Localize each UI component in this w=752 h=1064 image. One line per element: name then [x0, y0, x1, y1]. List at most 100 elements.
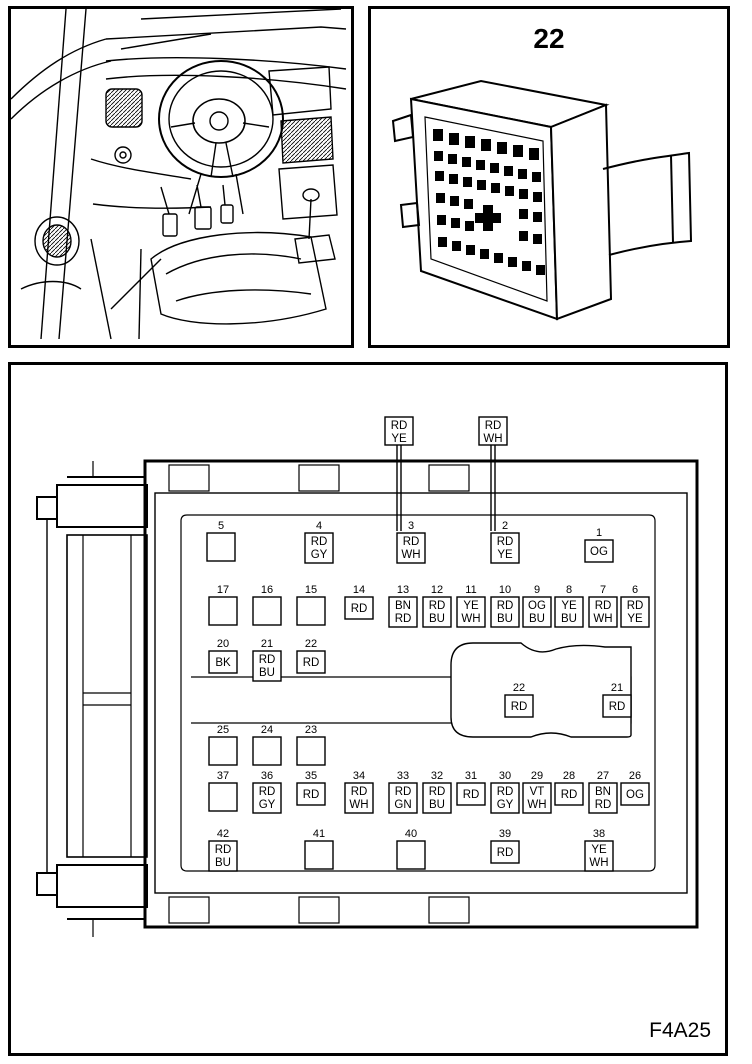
- pin-1: 1OG: [584, 527, 614, 563]
- pin-cavity: [208, 650, 238, 674]
- wire-color: RD: [311, 536, 328, 548]
- pin-number: 35: [305, 770, 317, 782]
- wire-color: RD: [627, 600, 644, 612]
- pin-cavity: [304, 840, 334, 870]
- wire-stripe-color: BU: [259, 667, 275, 679]
- wire-color: RD: [403, 536, 420, 548]
- pin-number: 21: [611, 682, 623, 694]
- pin-16: 16: [252, 584, 282, 626]
- wire-color: RD: [429, 786, 446, 798]
- pin-cavity: [522, 596, 552, 628]
- pin-cavity: [344, 782, 374, 814]
- wire-color: RD: [351, 603, 368, 615]
- wire-color: RD: [395, 786, 412, 798]
- pin-number: 10: [499, 584, 511, 596]
- pin-23: 23: [296, 724, 326, 766]
- wire-stripe-color: BU: [497, 613, 513, 625]
- pin-number: 31: [465, 770, 477, 782]
- pin-number: 23: [305, 724, 317, 736]
- pin-number: 2: [502, 520, 508, 532]
- pin-number: 29: [531, 770, 543, 782]
- pin-cavity: [206, 532, 236, 562]
- pin-41: 41: [304, 828, 334, 870]
- pin-cavity: [490, 840, 520, 864]
- pin-cavity: [296, 736, 326, 766]
- interior-drawing: [11, 9, 347, 340]
- pin-cavity: [252, 596, 282, 626]
- wire-color: RD: [497, 847, 514, 859]
- wire-color: RD: [609, 701, 626, 713]
- pin-cavity: [456, 596, 486, 628]
- wire-stripe-color: BU: [561, 613, 577, 625]
- pin-cavity: [422, 596, 452, 628]
- pin-cavity: [344, 596, 374, 620]
- wire-stripe-color: GY: [497, 799, 514, 811]
- callout-box: [384, 416, 414, 446]
- pin-cavity: [396, 532, 426, 564]
- pin-number: 22: [513, 682, 525, 694]
- pin-number: 37: [217, 770, 229, 782]
- pin-cavity: [252, 650, 282, 682]
- wire-color: OG: [590, 546, 608, 558]
- wire-color: BN: [395, 600, 411, 612]
- wire-stripe-color: GN: [394, 799, 411, 811]
- pin-cavity: [388, 596, 418, 628]
- pin-40: 40: [396, 828, 426, 870]
- pin-25: 25: [208, 724, 238, 766]
- callout-color: RD: [485, 420, 502, 432]
- wire-color: RD: [351, 786, 368, 798]
- wire-stripe-color: WH: [593, 613, 612, 625]
- wire-color: OG: [626, 789, 644, 801]
- pin-number: 9: [534, 584, 540, 596]
- wire-color: BN: [595, 786, 611, 798]
- wire-stripe-color: GY: [259, 799, 276, 811]
- wire-stripe-color: BU: [429, 799, 445, 811]
- pin-number: 15: [305, 584, 317, 596]
- pin-cavity: [588, 596, 618, 628]
- pin-number: 30: [499, 770, 511, 782]
- wire-color: RD: [463, 789, 480, 801]
- pin-number: 33: [397, 770, 409, 782]
- connector-drawing: [391, 79, 693, 321]
- wire-color: OG: [528, 600, 546, 612]
- wire-stripe-color: WH: [589, 857, 608, 869]
- pin-number: 39: [499, 828, 511, 840]
- pin-cavity: [554, 782, 584, 806]
- pin-number: 17: [217, 584, 229, 596]
- wire-color: RD: [259, 654, 276, 666]
- pin-cavity: [504, 694, 534, 718]
- pin-number: 14: [353, 584, 365, 596]
- pin-number: 28: [563, 770, 575, 782]
- pin-number: 27: [597, 770, 609, 782]
- pin-number: 3: [408, 520, 414, 532]
- wire-stripe-color: RD: [595, 799, 612, 811]
- pin-cavity: [252, 782, 282, 814]
- pin-number: 21: [261, 638, 273, 650]
- pin-cavity: [490, 532, 520, 564]
- pin-number: 20: [217, 638, 229, 650]
- wire-color: YE: [591, 844, 607, 856]
- figure-code: F4A25: [649, 1019, 711, 1042]
- pin-number: 24: [261, 724, 273, 736]
- wire-color: BK: [215, 657, 231, 669]
- wire-color: RD: [303, 657, 320, 669]
- pin-number: 4: [316, 520, 322, 532]
- pin-15: 15: [296, 584, 326, 626]
- pin-cavity: [584, 840, 614, 872]
- pin-5: 5: [206, 520, 236, 562]
